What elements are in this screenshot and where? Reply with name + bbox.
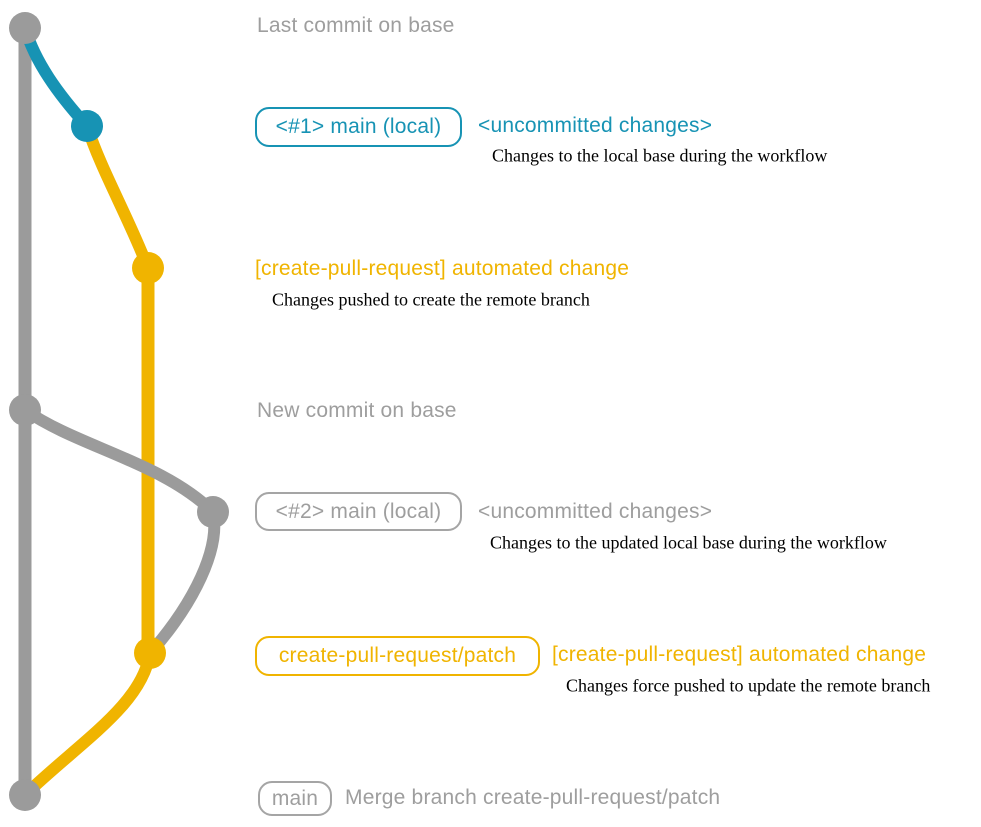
commit-message-uncommitted-2: <uncommitted changes>: [478, 500, 713, 523]
description-automated-1: Changes pushed to create the remote bran…: [272, 289, 590, 310]
commit-node-automated-change-2: [134, 637, 166, 669]
patch-branch-create-curve: [81, 124, 154, 271]
commit-node-uncommitted-1: [71, 110, 103, 142]
commit-node-uncommitted-2: [197, 496, 229, 528]
branch-badge-patch: create-pull-request/patch: [255, 636, 540, 676]
branch-badge-label: <#1> main (local): [275, 115, 442, 138]
branch-badge-label: main: [271, 786, 319, 810]
branch-badge-label: <#2> main (local): [275, 499, 442, 523]
commit-node-new-base: [9, 394, 41, 426]
commit-message-merge: Merge branch create-pull-request/patch: [345, 786, 721, 809]
label-last-commit-on-base: Last commit on base: [257, 14, 455, 37]
commit-node-merge: [9, 779, 41, 811]
commit-message-automated-2: [create-pull-request] automated change: [552, 643, 927, 666]
merge-curve: [20, 651, 156, 800]
uncommitted-branch-curve: [19, 26, 92, 131]
branch-badge-label: create-pull-request/patch: [278, 644, 517, 667]
label-new-commit-on-base: New commit on base: [257, 399, 457, 422]
description-automated-2: Changes force pushed to update the remot…: [566, 675, 931, 696]
rebase-curve: [21, 405, 221, 658]
commit-message-uncommitted-1: <uncommitted changes>: [478, 114, 713, 137]
description-uncommitted-2: Changes to the updated local base during…: [490, 532, 887, 553]
branch-badge-main: main: [258, 781, 332, 816]
branch-badge-main-local-2: <#2> main (local): [255, 492, 462, 531]
branch-badge-main-local-1: <#1> main (local): [255, 107, 462, 147]
description-uncommitted-1: Changes to the local base during the wor…: [492, 145, 828, 166]
commit-node-last-base: [9, 12, 41, 44]
commit-node-automated-change-1: [132, 252, 164, 284]
commit-message-automated-1: [create-pull-request] automated change: [255, 257, 630, 280]
